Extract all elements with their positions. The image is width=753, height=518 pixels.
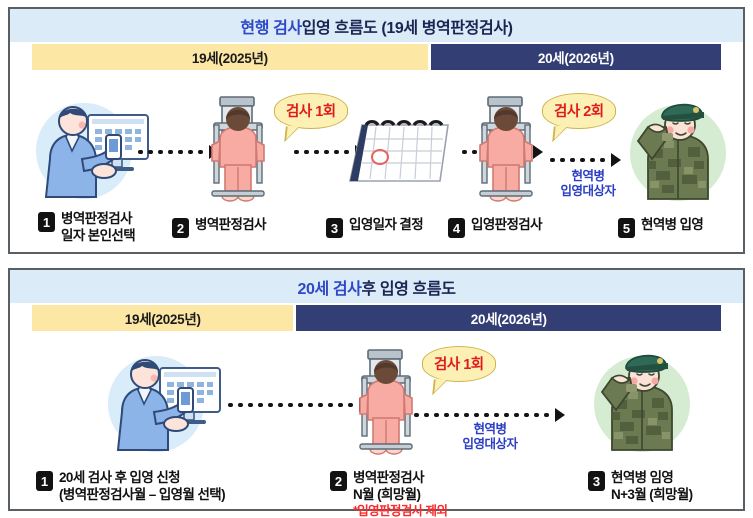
legend-item-2: 2 병역판정검사 N월 (희망월) *입영판정검사 제외 xyxy=(330,470,448,518)
legend-label: 현역병 임영 N+3월 (희망월) xyxy=(611,470,693,503)
step-number-chip: 5 xyxy=(618,218,635,238)
height-measure-person-icon xyxy=(211,96,265,202)
panel-new-title-highlight: 20세 검사 xyxy=(297,280,362,298)
legend-line2: 일자 본인선택 xyxy=(61,227,136,243)
legend-item-3: 3 입영일자 결정 xyxy=(326,217,424,238)
panel-current-flow: 현행 검사 입영 흐름도 (19세 병역판정검사) 19세(2025년) 20세… xyxy=(8,7,745,254)
panel-current-stage: 검사 1회 xyxy=(10,73,743,316)
saluting-soldier-icon xyxy=(636,103,709,200)
legend-line1: 현역병 임영 xyxy=(611,470,674,485)
step-number-chip: 2 xyxy=(330,471,347,491)
legend-label: 입영일자 결정 xyxy=(349,217,424,234)
step-number-chip: 4 xyxy=(448,218,465,238)
step-number-chip: 1 xyxy=(38,212,55,232)
arrow-caption-line2: 입영대상자 xyxy=(560,183,616,198)
legend-item-4: 4 입영판정검사 xyxy=(448,217,543,238)
legend-label: 현역병 입영 xyxy=(641,217,704,234)
legend-line2: N+3월 (희망월) xyxy=(611,486,693,502)
panel-current-age-bands: 19세(2025년) 20세(2026년) xyxy=(10,42,743,73)
step-number-chip: 3 xyxy=(326,218,343,238)
calendar-icon xyxy=(349,120,449,182)
arrow-caption-line1: 현역병 xyxy=(571,169,605,183)
legend-item-2: 2 병역판정검사 xyxy=(172,217,267,238)
legend-line1: 현역병 입영 xyxy=(641,217,704,232)
step-number-chip: 1 xyxy=(36,471,53,491)
step-number-chip: 3 xyxy=(588,471,605,491)
legend-item-3: 3 현역병 임영 N+3월 (희망월) xyxy=(588,470,693,503)
badge-exam-count-1: 검사 1회 xyxy=(274,93,348,129)
legend-line1: 입영판정검사 xyxy=(471,217,543,232)
arrow-caption-line2: 입영대상자 xyxy=(462,436,518,451)
age-band-20: 20세(2026년) xyxy=(430,44,721,70)
saluting-soldier-icon xyxy=(600,354,673,451)
legend-label: 병역판정검사 N월 (희망월) *입영판정검사 제외 xyxy=(353,470,448,518)
age-band-19: 19세(2025년) xyxy=(32,305,294,331)
height-measure-person-icon xyxy=(479,96,533,202)
legend-line1: 병역판정검사 xyxy=(353,470,425,485)
step-number-chip: 2 xyxy=(172,218,189,238)
arrow-caption-active-duty: 현역병 입영대상자 xyxy=(540,169,636,199)
legend-line1: 20세 검사 후 입영 신청 xyxy=(59,470,181,485)
panel-new-stage: 검사 1회 현역병 입영대상자 xyxy=(10,334,743,518)
legend-label: 병역판정검사 xyxy=(195,217,267,234)
person-at-computer-icon xyxy=(44,106,149,198)
age-band-19: 19세(2025년) xyxy=(32,44,428,70)
height-measure-person-icon xyxy=(359,349,413,455)
legend-line1: 입영일자 결정 xyxy=(349,217,424,232)
person-at-computer-icon xyxy=(116,359,221,451)
legend-line2: N월 (희망월) xyxy=(353,486,421,502)
connector-4-5 xyxy=(550,153,621,167)
legend-item-5: 5 현역병 입영 xyxy=(618,217,704,238)
legend-label: 병역판정검사 일자 본인선택 xyxy=(61,211,136,244)
legend-item-1: 1 병역판정검사 일자 본인선택 xyxy=(38,211,136,244)
legend-line2: (병역판정검사월 – 입영월 선택) xyxy=(59,486,226,502)
legend-note: *입영판정검사 제외 xyxy=(353,504,448,518)
panel-new-age-bands: 19세(2025년) 20세(2026년) xyxy=(10,303,743,334)
panel-new-title: 20세 검사 후 입영 흐름도 xyxy=(10,270,743,303)
legend-line1: 병역판정검사 xyxy=(195,217,267,232)
legend-label: 20세 검사 후 입영 신청 (병역판정검사월 – 입영월 선택) xyxy=(59,470,226,503)
arrow-caption-line1: 현역병 xyxy=(473,422,507,436)
connector-2-3 xyxy=(414,408,565,422)
panel-current-title-highlight: 현행 검사 xyxy=(240,19,302,37)
legend-label: 입영판정검사 xyxy=(471,217,543,234)
legend-line1: 병역판정검사 xyxy=(61,211,133,226)
age-band-20: 20세(2026년) xyxy=(296,305,721,331)
legend-item-1: 1 20세 검사 후 입영 신청 (병역판정검사월 – 입영월 선택) xyxy=(36,470,226,503)
panel-new-title-rest: 후 입영 흐름도 xyxy=(361,280,456,298)
panel-current-title-rest: 입영 흐름도 (19세 병역판정검사) xyxy=(301,19,513,37)
arrow-caption-active-duty: 현역병 입영대상자 xyxy=(440,422,540,452)
badge-exam-count-2: 검사 2회 xyxy=(542,93,616,129)
badge-exam-count-1: 검사 1회 xyxy=(422,346,496,382)
panel-current-title: 현행 검사 입영 흐름도 (19세 병역판정검사) xyxy=(10,9,743,42)
panel-new-flow: 20세 검사 후 입영 흐름도 19세(2025년) 20세(2026년) xyxy=(8,268,745,518)
